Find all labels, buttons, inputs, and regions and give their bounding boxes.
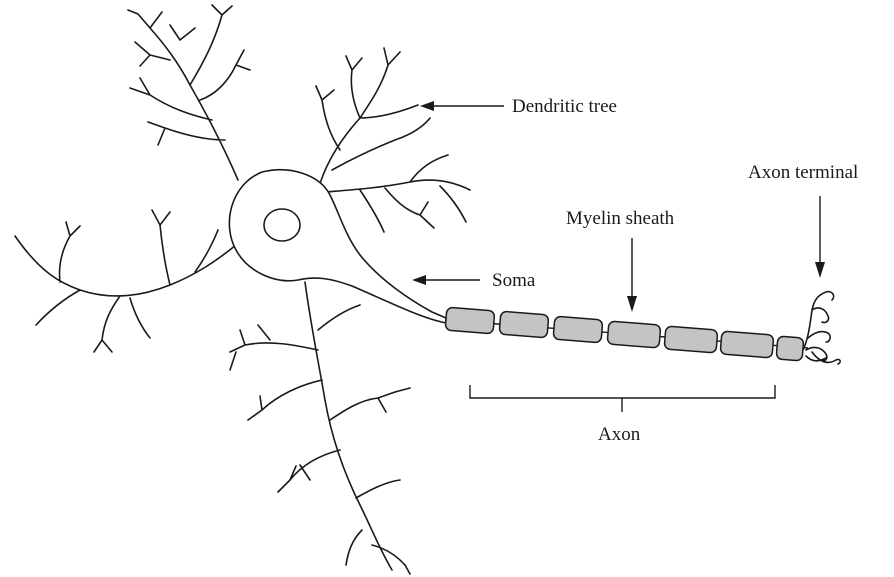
myelin-segment xyxy=(445,307,495,334)
myelin-segment xyxy=(553,316,603,343)
myelin-segment xyxy=(664,326,718,353)
label-soma: Soma xyxy=(492,270,536,291)
label-myelin-sheath: Myelin sheath xyxy=(566,208,675,229)
dendrite-lower-twigs xyxy=(230,325,410,574)
myelin-sheath-pointer xyxy=(627,238,637,312)
axon-terminal-branches xyxy=(803,292,840,364)
soma-pointer xyxy=(412,275,480,285)
dendrite-right xyxy=(326,155,470,232)
label-dendritic-tree: Dendritic tree xyxy=(512,96,617,117)
dendritic-tree-pointer xyxy=(420,101,504,111)
arrowhead xyxy=(412,275,426,285)
arrowhead xyxy=(627,296,637,312)
terminal-branch xyxy=(803,292,840,364)
dendritic-tree xyxy=(15,5,470,574)
myelin-segment xyxy=(499,311,549,338)
cell-nucleus xyxy=(264,209,300,241)
axon-bracket xyxy=(470,385,775,412)
axon-terminal-pointer xyxy=(815,196,825,278)
dendrite-upper-right xyxy=(316,48,430,190)
label-axon-terminal: Axon terminal xyxy=(748,162,858,183)
dendrite-upper-left xyxy=(128,5,250,180)
myelin-segment xyxy=(607,321,661,348)
soma-body xyxy=(229,170,446,323)
label-axon: Axon xyxy=(598,424,641,445)
dendrite-lower xyxy=(230,282,405,570)
arrowhead xyxy=(815,262,825,278)
dendrite-left xyxy=(15,210,236,352)
myelin-segment xyxy=(776,336,804,361)
myelin-segment xyxy=(720,331,774,358)
arrowhead xyxy=(420,101,434,111)
axon xyxy=(445,307,808,361)
